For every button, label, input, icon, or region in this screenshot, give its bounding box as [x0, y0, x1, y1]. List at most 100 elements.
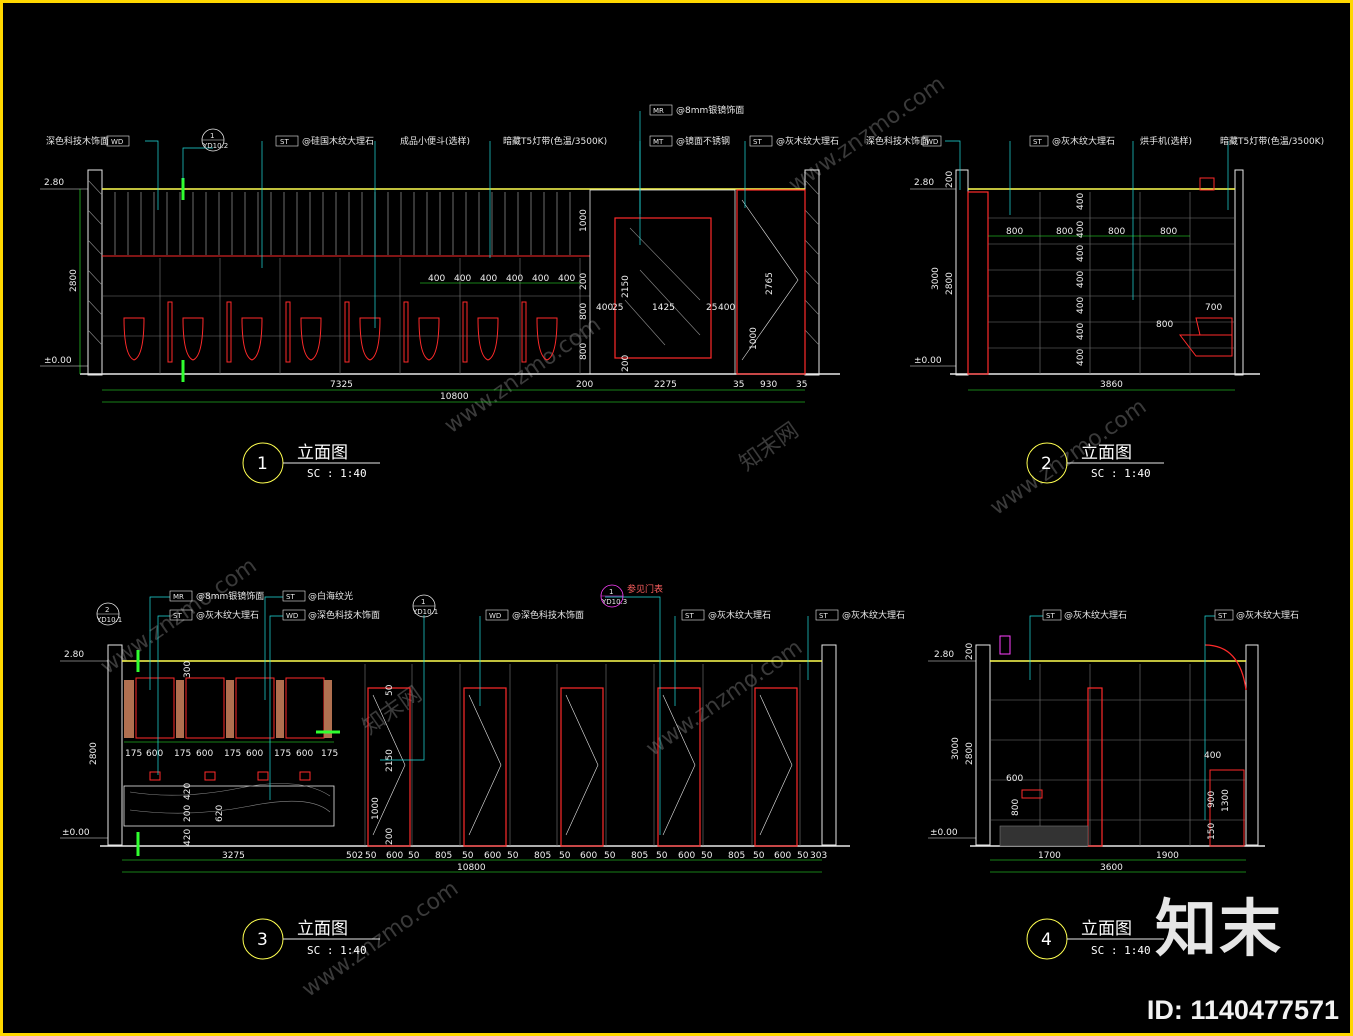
dim-text: 1000: [371, 797, 381, 820]
spacing-dims: 400 400 400 400 400 400: [428, 274, 575, 284]
dim-text: 50: [701, 851, 713, 861]
dim-text: 50: [365, 851, 377, 861]
hand-dryer: [1199, 177, 1215, 191]
marble-grid: [990, 664, 1246, 846]
dim-text: 600: [386, 851, 403, 861]
view-scale: SC : 1:40: [307, 467, 367, 480]
urinal: [418, 317, 440, 361]
fixture: [999, 635, 1011, 655]
dim-text: 50: [408, 851, 420, 861]
dim-text: 1300: [1221, 789, 1231, 812]
view-number: 4: [1041, 930, 1052, 950]
section-ref: YD10.1: [412, 608, 438, 616]
dim-text: 600: [484, 851, 501, 861]
section-number: 1: [421, 598, 425, 606]
view-title: 立面图: [297, 443, 348, 463]
callout-dryer: 烘手机(选样): [1140, 135, 1192, 147]
tag-wd: WD: [286, 612, 298, 620]
dim-text: 600: [580, 851, 597, 861]
view-number: 2: [1041, 454, 1052, 474]
dim-text: 600: [296, 749, 313, 759]
door-frame: [657, 687, 701, 847]
callout-wd: 深色科技木饰面: [46, 135, 109, 147]
tag-mr: MR: [653, 107, 664, 115]
view-title: 立面图: [1081, 443, 1132, 463]
tag-st: ST: [753, 138, 762, 146]
tag-st: ST: [1218, 612, 1227, 620]
view-title: 立面图: [1081, 919, 1132, 939]
dim-text: 800: [1108, 227, 1125, 237]
height-dim: 2800: [89, 742, 99, 765]
tag-st: ST: [819, 612, 828, 620]
dim-text: 502: [346, 851, 363, 861]
callout-st: @灰木纹大理石: [1052, 135, 1115, 147]
view-title: 立面图: [297, 919, 348, 939]
tile-dims: 800 800 800 800: [1006, 227, 1177, 237]
toilet-paper: [1021, 789, 1043, 799]
mirror-row-dims: 175 600 175 600 175 600 175 600 175: [125, 749, 338, 759]
dim-text: 400: [1076, 349, 1086, 366]
urinal: [300, 317, 322, 361]
dim-text: 600: [146, 749, 163, 759]
dim-text: 2275: [654, 380, 677, 390]
dim-text: 1000: [749, 327, 759, 350]
dim-text: 400: [718, 303, 735, 313]
level-top-label: 2.80: [44, 178, 64, 188]
elevation-4: 2.80 ±0.00 3000 2800 200 ST @灰木纹大理石 ST @…: [928, 609, 1299, 873]
dim-text: 2765: [765, 272, 775, 295]
dim-text: 150: [1207, 823, 1217, 840]
section-number: 2: [105, 606, 109, 614]
dim-text: 175: [274, 749, 291, 759]
dim-text: 175: [224, 749, 241, 759]
floor-hatch: [999, 825, 1089, 847]
dim-text: 300: [183, 661, 193, 678]
dim-text: 400: [1076, 323, 1086, 340]
tag-wd: WD: [111, 138, 123, 146]
dim-text: 50: [507, 851, 519, 861]
dim-text: 800: [579, 303, 589, 320]
callout-st-a: @灰木纹大理石: [1064, 609, 1127, 621]
view-number: 1: [257, 454, 268, 474]
callout-wd: 深色科技木饰面: [866, 135, 929, 147]
callout-urinal: 成品小便斗(选样): [400, 135, 470, 147]
dim-text: 1000: [579, 209, 589, 232]
door-ref-code: YD10.3: [601, 598, 627, 606]
dim-text: 50: [656, 851, 668, 861]
dim-text: 400: [480, 274, 497, 284]
callout-st-b: @灰木纹大理石: [196, 609, 259, 621]
dim-text: 600: [196, 749, 213, 759]
door-frame: [736, 189, 806, 375]
dim-text: 50: [604, 851, 616, 861]
dim-text: 700: [1205, 303, 1222, 313]
marble-strips: [124, 680, 332, 738]
dim-text: 800: [1056, 227, 1073, 237]
callout-light: 暗藏T5灯带(色温/3500K): [1220, 135, 1324, 147]
dim-text: 400: [428, 274, 445, 284]
stall-doors: [367, 687, 798, 847]
dim-text: 400: [1076, 271, 1086, 288]
door-frame: [754, 687, 798, 847]
dim-text: 400: [532, 274, 549, 284]
dim-total: 10800: [457, 863, 486, 873]
dim-text: 600: [1006, 774, 1023, 784]
faucets: [149, 771, 311, 781]
watermark-text: 知末网: [735, 418, 803, 476]
view-scale: SC : 1:40: [1091, 467, 1151, 480]
callout-leaders: [1029, 615, 1215, 820]
dim-text: 175: [174, 749, 191, 759]
dim-text: 400: [596, 303, 613, 313]
dim-text: 800: [579, 343, 589, 360]
wall-hatch-left: [955, 169, 969, 376]
dim-text: 50: [753, 851, 765, 861]
mirror-hatch: [624, 227, 701, 346]
dim-total: 3600: [1100, 863, 1123, 873]
dim-text: 600: [678, 851, 695, 861]
urinal: [123, 317, 145, 361]
dim-text: 50: [559, 851, 571, 861]
dim-text: 800: [1156, 320, 1173, 330]
dim-total: 10800: [440, 392, 469, 402]
vanity-counter: [123, 785, 335, 827]
dim-text: 400: [1076, 297, 1086, 314]
elevation-1: 2.80 ±0.00 2800 深色科技木饰面 WD ST @硅国木纹大理石 成…: [40, 104, 840, 403]
urinal: [359, 317, 381, 361]
